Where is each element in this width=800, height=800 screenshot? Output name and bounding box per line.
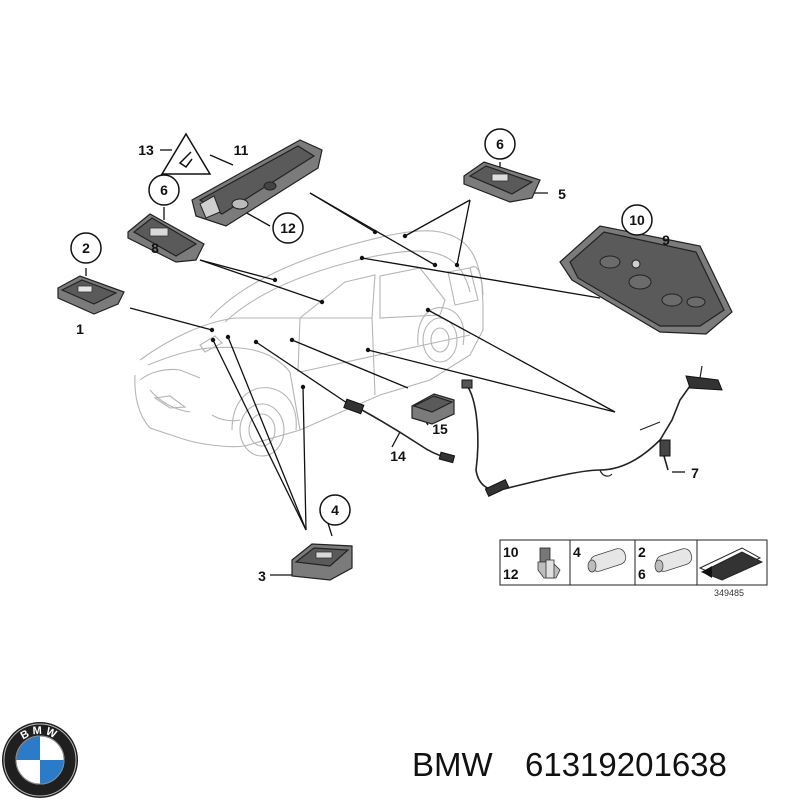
callout-3: 3 bbox=[258, 568, 266, 584]
part-11-roof-module bbox=[191, 139, 323, 227]
callout-9: 9 bbox=[662, 232, 670, 248]
wedge-bulb-icon bbox=[537, 547, 561, 579]
callout-6-left: 6 bbox=[160, 182, 168, 198]
part-1-interior-lamp bbox=[57, 275, 125, 315]
footer-brand: BMW bbox=[412, 746, 494, 783]
callout-13: 13 bbox=[138, 142, 154, 158]
callout-15: 15 bbox=[432, 421, 448, 437]
callout-7: 7 bbox=[691, 465, 699, 481]
bulb-legend: 10 12 4 2 6 349485 bbox=[499, 539, 768, 598]
reference-id: 349485 bbox=[714, 588, 744, 598]
part-15-module bbox=[411, 393, 455, 425]
callout-6-right: 6 bbox=[496, 136, 504, 152]
callout-11: 11 bbox=[234, 142, 249, 158]
bmw-logo: BMW bbox=[2, 722, 78, 798]
svg-text:BMW: BMW bbox=[19, 725, 62, 743]
car-outline bbox=[134, 230, 484, 457]
part-8-reading-lamp bbox=[127, 213, 205, 263]
callout-5: 5 bbox=[558, 186, 566, 202]
legend-10: 10 bbox=[503, 544, 519, 560]
part-7-wiring-harness bbox=[461, 365, 723, 497]
legend-2: 2 bbox=[638, 544, 646, 560]
callout-labels: 2 6 12 6 10 4 1 3 5 7 8 9 11 13 14 15 bbox=[70, 128, 699, 584]
callout-10: 10 bbox=[629, 212, 645, 228]
part-3-lamp bbox=[291, 543, 353, 581]
footer-part-number: 61319201638 bbox=[525, 746, 727, 783]
warning-triangle-icon bbox=[160, 132, 212, 175]
leader-lines bbox=[85, 149, 685, 576]
arrow-icon bbox=[698, 547, 764, 581]
logo-lettering: BMW bbox=[19, 725, 59, 743]
callout-12: 12 bbox=[280, 220, 296, 236]
legend-6: 6 bbox=[638, 566, 646, 582]
part-5-lamp bbox=[463, 161, 541, 203]
legend-12: 12 bbox=[503, 566, 519, 582]
callout-4: 4 bbox=[331, 502, 339, 518]
callout-2: 2 bbox=[82, 240, 90, 256]
legend-4: 4 bbox=[573, 544, 581, 560]
callout-1: 1 bbox=[76, 321, 84, 337]
callout-14: 14 bbox=[390, 448, 406, 464]
part-9-rear-module bbox=[559, 225, 733, 335]
festoon-bulb-icon-1 bbox=[587, 548, 627, 573]
festoon-bulb-icon-2 bbox=[654, 548, 693, 573]
part-14-cable bbox=[343, 398, 456, 464]
callout-8: 8 bbox=[151, 240, 159, 256]
